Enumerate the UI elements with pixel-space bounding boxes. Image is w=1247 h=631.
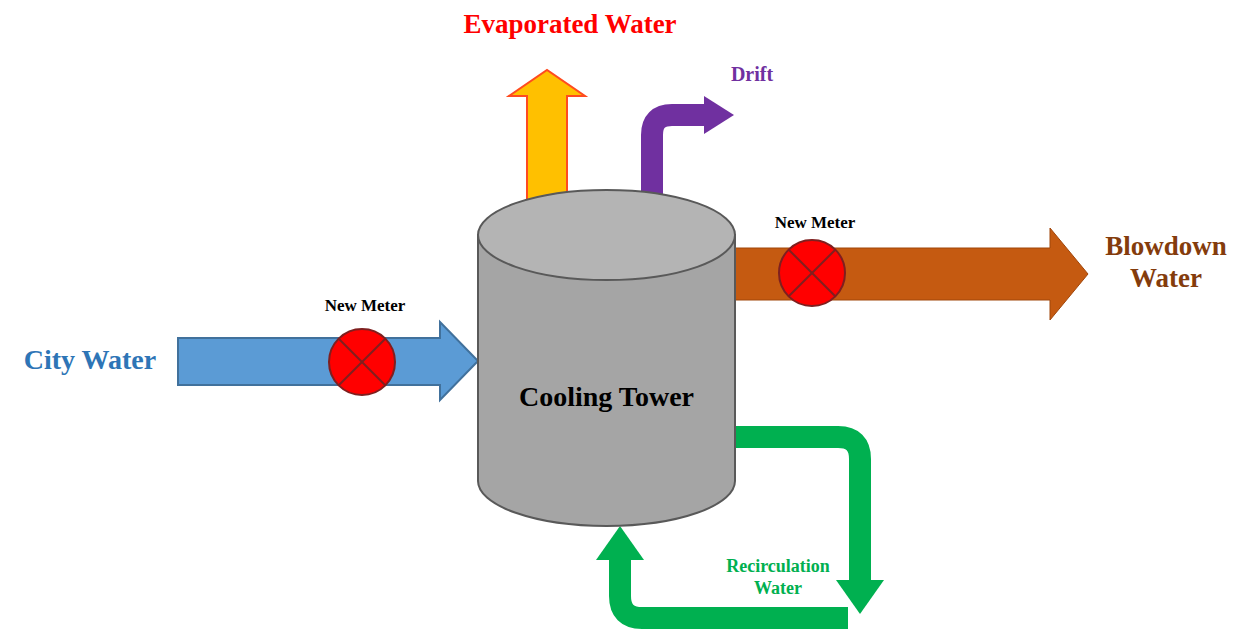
blowdown-arrow xyxy=(734,228,1088,320)
recirculation-arrowhead xyxy=(596,526,644,560)
inlet-label: City Water xyxy=(5,343,175,377)
water-meter xyxy=(779,240,845,306)
cylinder-shape xyxy=(477,188,736,528)
cooling-tower: Cooling Tower xyxy=(477,188,736,528)
meter-label: New Meter xyxy=(755,213,875,233)
outlet-label: Evaporated Water xyxy=(460,8,680,40)
node-title: Cooling Tower xyxy=(517,380,696,414)
outlet-label: Blowdown Water xyxy=(1091,230,1241,295)
loop-label: Recirculation Water xyxy=(711,556,846,599)
outlet-label: Drift xyxy=(712,62,792,86)
water-meter xyxy=(329,329,395,395)
meter-label: New Meter xyxy=(305,296,425,316)
drift-arrowhead xyxy=(704,96,734,134)
city-water-arrow xyxy=(178,322,478,400)
